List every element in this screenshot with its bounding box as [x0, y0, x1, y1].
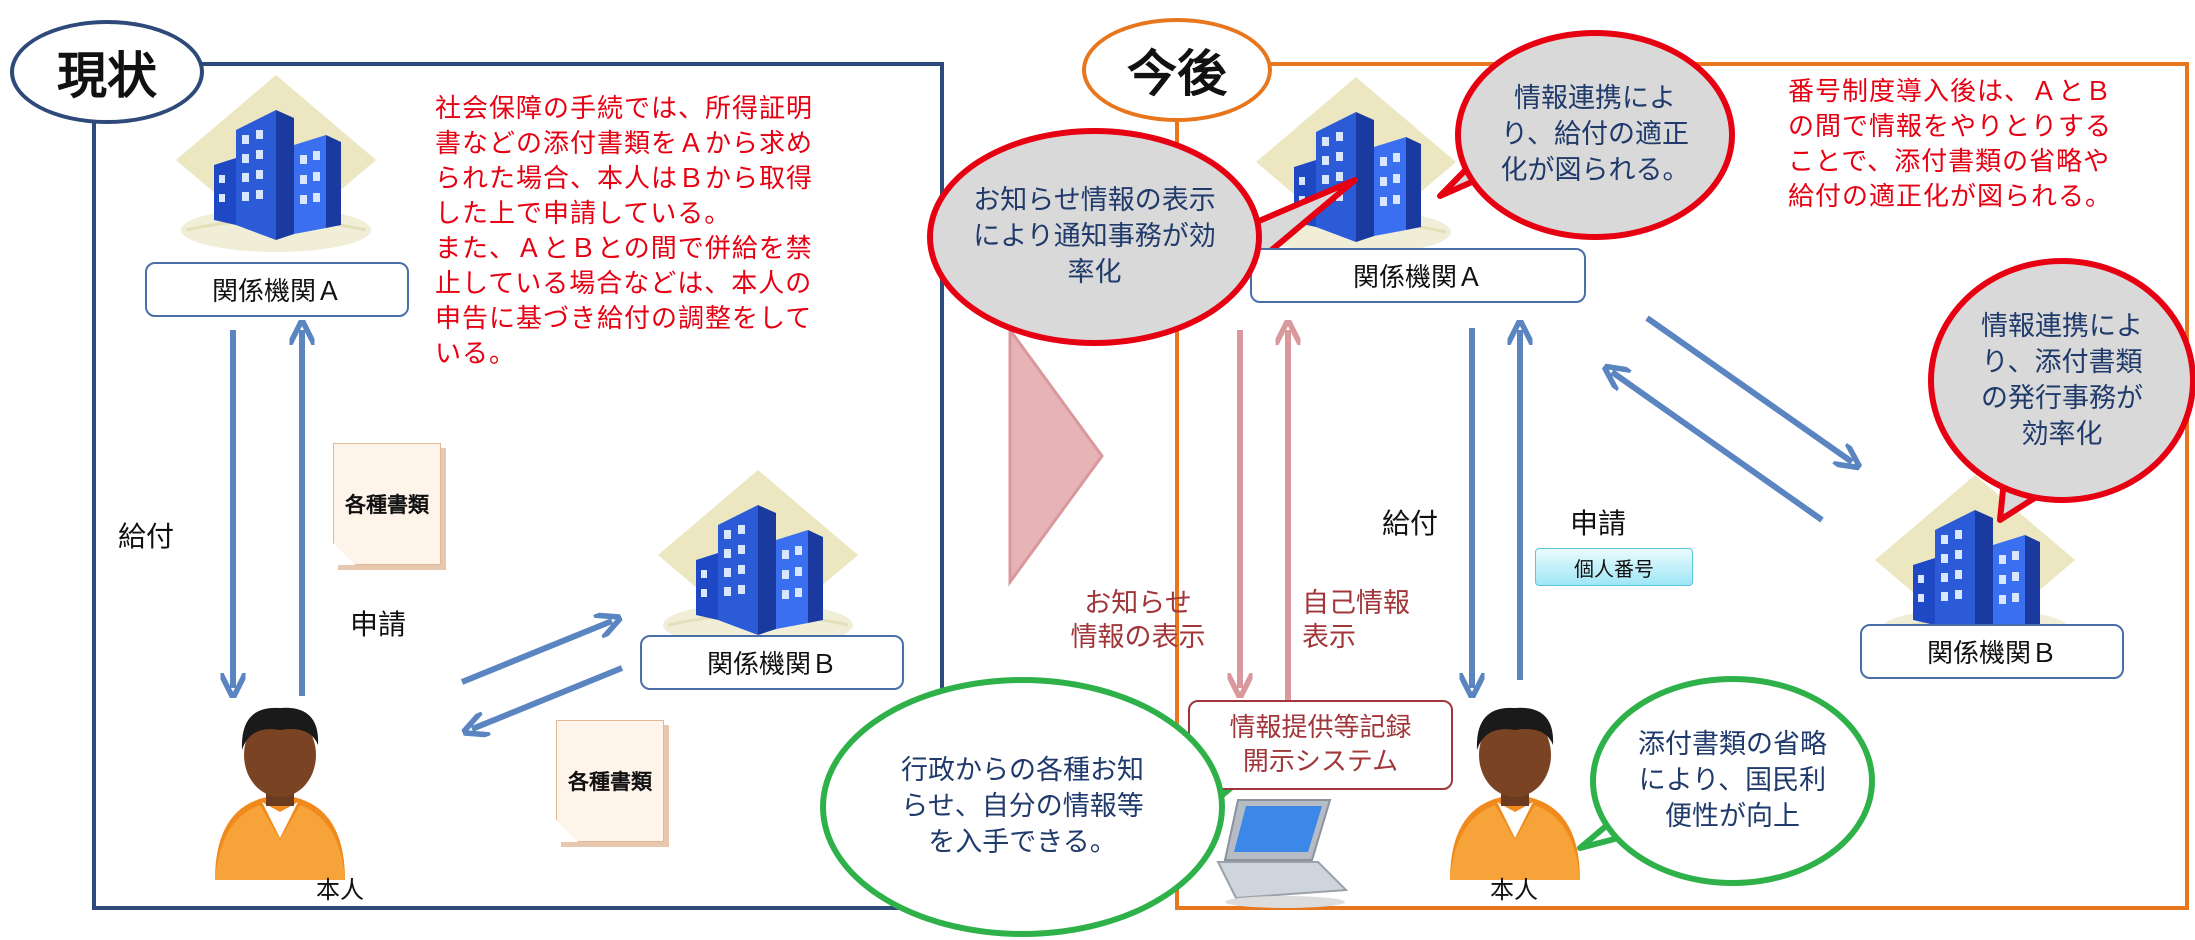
self-info-label: 自己情報 表示 — [1302, 588, 1410, 653]
person-right — [1450, 707, 1580, 880]
arrow-a-to-b-right — [1645, 315, 1852, 462]
left-panel — [92, 62, 944, 910]
id-number-badge: 個人番号 — [1535, 548, 1693, 586]
bubble-notice-efficiency: お知らせ情報の表示 により通知事務が効 率化 — [927, 128, 1262, 346]
apply-label-right: 申請 — [1570, 507, 1627, 540]
current-note: 社会保障の手続では、所得証明 書などの添付書類をＡから求め られた場合、本人はＢ… — [435, 94, 814, 369]
future-title: 今後 — [1082, 18, 1272, 122]
documents-icon-1: 各種書類 — [333, 443, 441, 565]
current-title: 現状 — [10, 20, 204, 124]
building-b-left — [656, 468, 860, 649]
arrow-b-to-a-right — [1612, 372, 1824, 523]
documents-icon-2: 各種書類 — [556, 720, 664, 842]
person-left — [215, 707, 345, 880]
bubble-link-benefit: 情報連携によ り、給付の適正 化が図られる。 — [1455, 30, 1735, 240]
disclosure-system-box: 情報提供等記録 開示システム — [1188, 700, 1453, 790]
building-a-left — [174, 73, 378, 254]
apply-label-left: 申請 — [350, 608, 407, 641]
agency-a-left: 関係機関Ａ — [145, 262, 409, 317]
agency-b-right: 関係機関Ｂ — [1860, 624, 2124, 679]
agency-a-right: 関係機関Ａ — [1250, 248, 1586, 303]
bubble-admin-info: 行政からの各種お知 らせ、自分の情報等 を入手できる。 — [820, 677, 1225, 937]
laptop-icon — [1216, 799, 1349, 908]
agency-b-left: 関係機関Ｂ — [640, 635, 904, 690]
benefit-label-right: 給付 — [1382, 507, 1439, 540]
bubble-link-documents: 情報連携によ り、添付書類 の発行事務が 効率化 — [1928, 258, 2195, 503]
arrow-from-b-left — [472, 665, 624, 729]
benefit-label-left: 給付 — [118, 520, 175, 553]
person-label-right: 本人 — [1490, 876, 1538, 904]
future-note: 番号制度導入後は、ＡとＢ の間で情報をやりとりする ことで、添付書類の省略や 給… — [1788, 77, 2113, 212]
person-label-left: 本人 — [316, 876, 364, 904]
notice-display-label: お知らせ 情報の表示 — [1070, 588, 1206, 653]
bubble-convenience: 添付書類の省略 により、国民利 便性が向上 — [1590, 676, 1875, 886]
transition-chevron — [1008, 325, 1104, 587]
arrow-to-b-left — [460, 621, 612, 685]
